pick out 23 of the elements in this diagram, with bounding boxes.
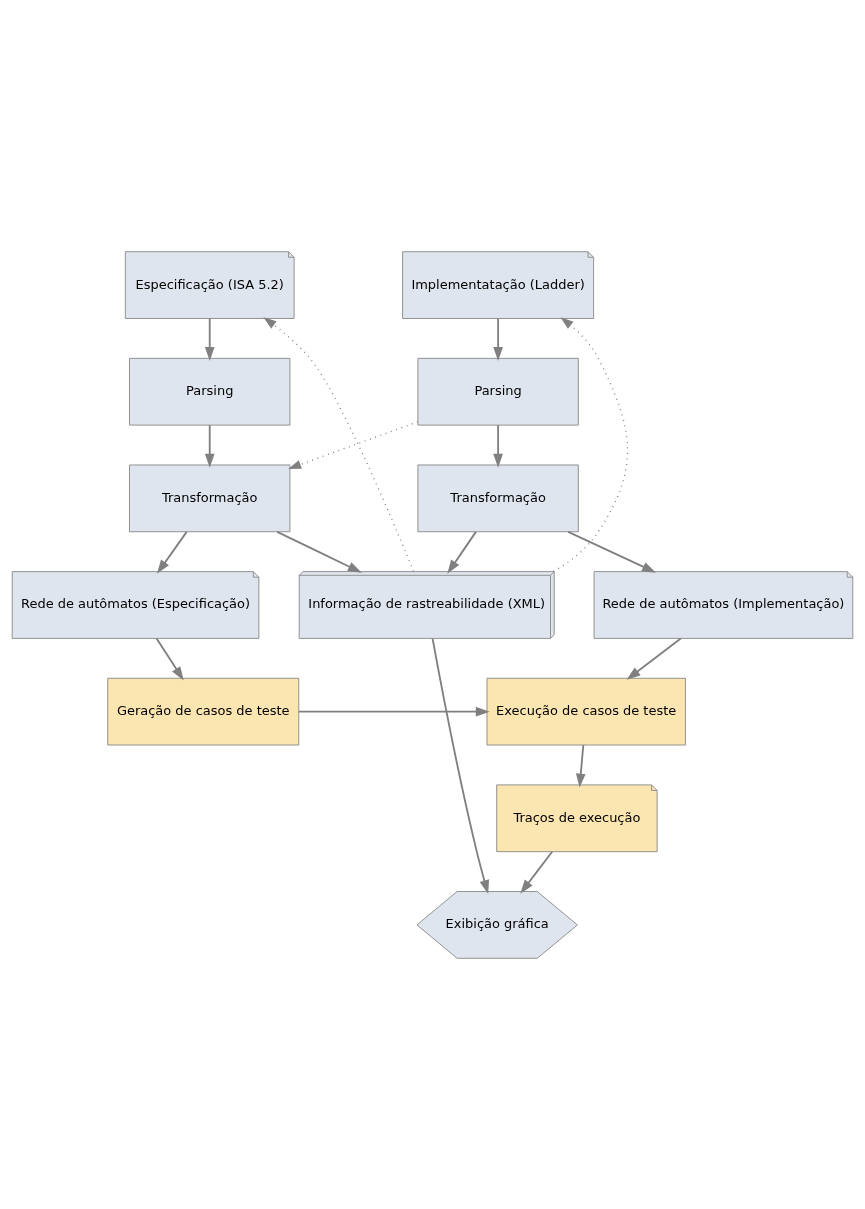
node-box: Transformação — [129, 464, 291, 532]
arrow — [204, 317, 215, 361]
arrow — [431, 637, 490, 894]
node-box: Parsing — [129, 357, 291, 426]
node-box: Geração de casos de teste — [107, 677, 300, 745]
arrow — [263, 316, 415, 572]
arrow — [575, 743, 586, 788]
arrow — [447, 530, 477, 574]
arrow — [204, 423, 215, 468]
arrow — [156, 530, 188, 574]
arrow — [493, 317, 503, 361]
arrow — [493, 423, 503, 468]
arrow — [288, 420, 419, 469]
node-box: Execução de casos de teste — [486, 677, 686, 745]
arrow — [298, 706, 490, 716]
arrow — [567, 530, 656, 573]
arrow — [155, 637, 184, 680]
arrow — [276, 530, 362, 573]
node-box: Transformação — [417, 464, 579, 532]
arrow — [626, 637, 682, 680]
node-box: Parsing — [417, 357, 579, 426]
arrow — [552, 316, 629, 572]
arrow — [520, 850, 554, 894]
